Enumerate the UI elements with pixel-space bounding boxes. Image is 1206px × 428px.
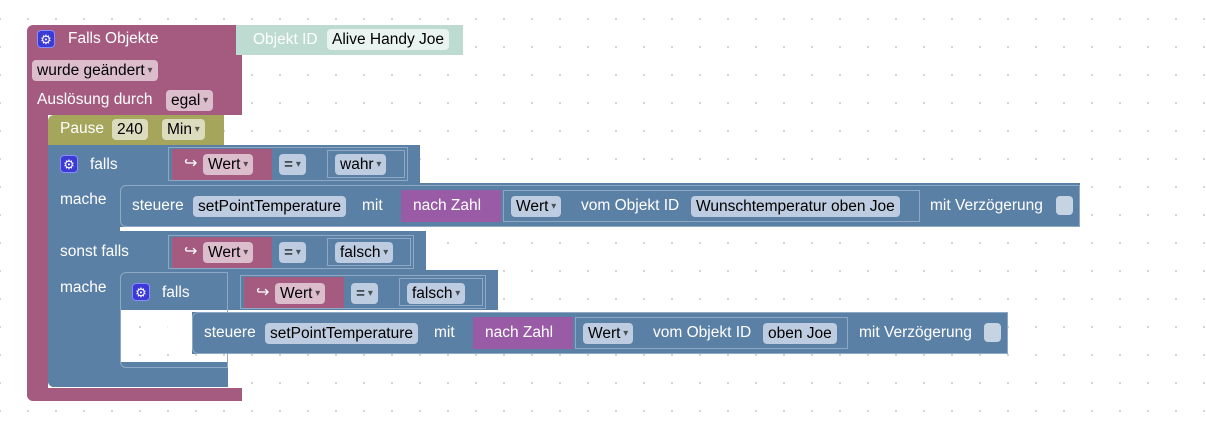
pause-unit-dropdown[interactable]: Min: [162, 119, 205, 140]
variable-arrow-icon: ↪: [256, 284, 270, 301]
variable-dropdown-1[interactable]: Wert: [203, 154, 254, 175]
with-label-2: mit: [434, 324, 455, 341]
trigger-by-label: Auslösung durch: [37, 91, 153, 108]
if-label: falls: [90, 156, 118, 173]
from-object-label-2: vom Objekt ID: [653, 324, 752, 341]
control-block-2[interactable]: [192, 312, 1008, 354]
object-id-label: Objekt ID: [253, 31, 318, 48]
operator-dropdown-3[interactable]: =: [351, 283, 378, 304]
do-label-2: mache: [60, 279, 107, 296]
boolean-block-2[interactable]: [327, 238, 411, 266]
operator-dropdown-2[interactable]: =: [279, 242, 306, 263]
do-label-1: mache: [60, 191, 107, 208]
pause-value-input[interactable]: 240: [112, 119, 148, 140]
convert-block-1[interactable]: [401, 190, 501, 222]
change-mode-dropdown[interactable]: wurde geändert: [32, 60, 158, 81]
compare-block-3[interactable]: [240, 275, 486, 309]
object-id-field[interactable]: Alive Handy Joe: [327, 29, 450, 50]
object-id-field-2[interactable]: oben Joe: [763, 323, 837, 344]
boolean-dropdown-1[interactable]: wahr: [335, 154, 387, 175]
variable-dropdown-2[interactable]: Wert: [203, 242, 254, 263]
convert-label-1: nach Zahl: [413, 197, 482, 214]
boolean-block-1[interactable]: [327, 150, 405, 178]
gear-icon[interactable]: ⚙: [37, 30, 55, 48]
get-value-block-1[interactable]: [503, 190, 920, 222]
if-block-bottom: [48, 362, 228, 387]
operator-dropdown-1[interactable]: =: [279, 154, 306, 175]
boolean-block-3[interactable]: [399, 278, 483, 306]
variable-dropdown-3[interactable]: Wert: [275, 283, 326, 304]
with-label-1: mit: [362, 197, 383, 214]
state-field-1[interactable]: setPointTemperature: [193, 196, 347, 217]
object-id-field-1[interactable]: Wunschtemperatur oben Joe: [691, 196, 900, 217]
control-block-1[interactable]: [120, 185, 1080, 227]
state-field-2[interactable]: setPointTemperature: [265, 323, 419, 344]
trigger-by-dropdown[interactable]: egal: [166, 90, 214, 111]
control-label-1: steuere: [132, 197, 184, 214]
compare-block-2[interactable]: [168, 235, 414, 269]
elseif-label: sonst falls: [60, 243, 129, 260]
value-attr-dropdown-1[interactable]: Wert: [511, 196, 562, 217]
compare-block-1[interactable]: [168, 147, 408, 181]
boolean-dropdown-3[interactable]: falsch: [407, 283, 466, 304]
delay-checkbox-2[interactable]: [984, 323, 1001, 342]
variable-arrow-icon: ↪: [184, 243, 198, 260]
value-attr-dropdown-2[interactable]: Wert: [583, 323, 634, 344]
trigger-block-left-bar: [27, 110, 48, 400]
gear-icon[interactable]: ⚙: [60, 155, 78, 173]
nested-if-label: falls: [162, 284, 190, 301]
control-label-2: steuere: [204, 324, 256, 341]
pause-label: Pause: [60, 120, 104, 137]
convert-block-2[interactable]: [473, 317, 573, 349]
delay-label-2: mit Verzögerung: [859, 324, 972, 341]
gear-icon[interactable]: ⚙: [132, 283, 150, 301]
delay-checkbox-1[interactable]: [1056, 196, 1073, 215]
delay-label-1: mit Verzögerung: [930, 197, 1043, 214]
trigger-title: Falls Objekte: [68, 30, 159, 47]
convert-label-2: nach Zahl: [485, 324, 554, 341]
from-object-label-1: vom Objekt ID: [581, 197, 680, 214]
nested-do-label: mache: [132, 319, 179, 336]
get-value-block-2[interactable]: [575, 317, 848, 349]
variable-arrow-icon: ↪: [184, 155, 198, 172]
boolean-dropdown-2[interactable]: falsch: [335, 242, 394, 263]
trigger-block-bottom: [27, 388, 242, 401]
